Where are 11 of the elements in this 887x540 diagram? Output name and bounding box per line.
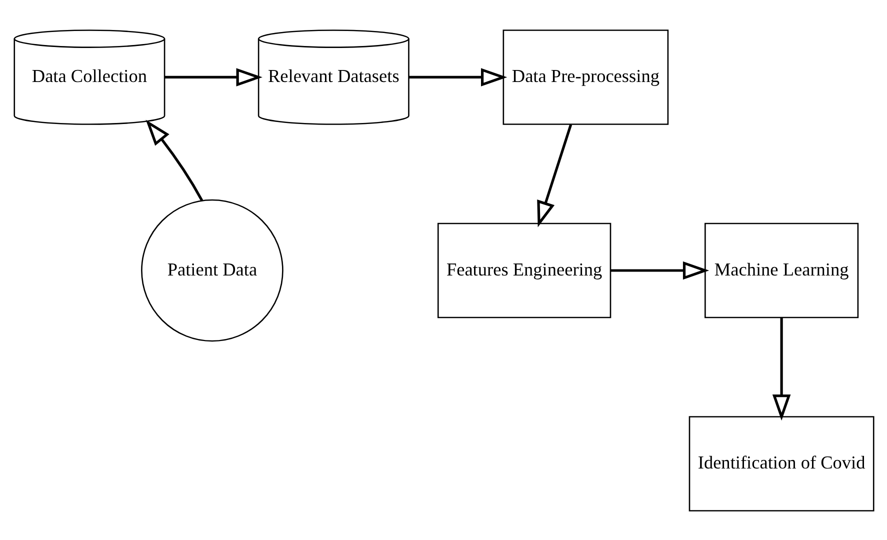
arrow [164, 68, 262, 86]
node-box: Data Pre-processing [502, 29, 668, 124]
arrow [610, 260, 709, 280]
arrow [145, 119, 203, 201]
node-circle: Patient Data [140, 198, 283, 342]
arrow [536, 124, 572, 227]
arrow [772, 317, 790, 420]
node-box: Features Engineering [436, 222, 611, 318]
node-box: Identification of Covid [688, 416, 874, 511]
arrow [408, 68, 507, 86]
node-box: Machine Learning [704, 222, 858, 318]
